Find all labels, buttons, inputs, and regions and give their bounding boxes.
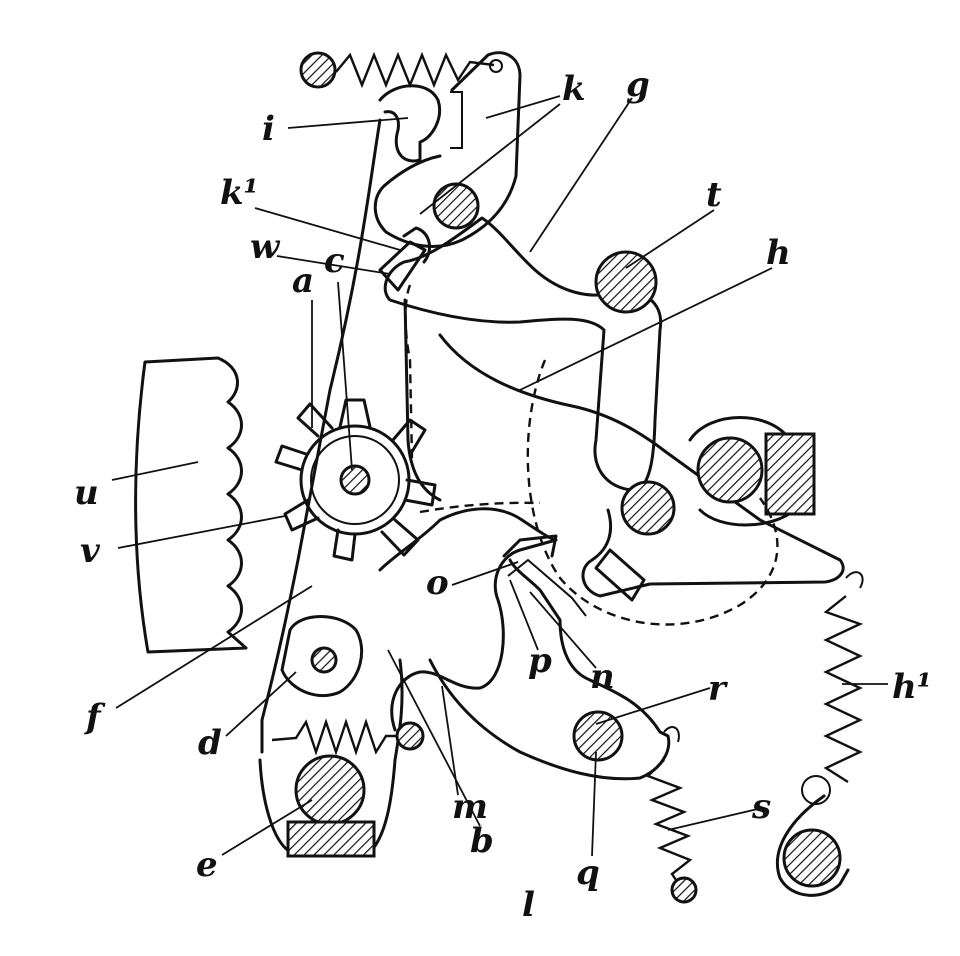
label-a: a	[292, 261, 314, 301]
arm-f	[260, 118, 382, 754]
lever-i	[378, 84, 441, 163]
label-k: k	[562, 69, 586, 109]
pivot-pin-t	[594, 250, 658, 314]
lever-l	[428, 558, 671, 781]
lever-k-slot	[450, 91, 463, 149]
pivot-pin-k	[432, 182, 480, 230]
label-d: d	[198, 723, 222, 763]
label-s: s	[751, 787, 771, 827]
anchor-clip	[775, 794, 850, 897]
pivot-pin-q	[572, 710, 624, 762]
label-k1: k¹	[220, 173, 258, 213]
plate-b-lower	[258, 658, 404, 854]
label-h1: h¹	[892, 667, 932, 707]
lever-h-tab	[594, 548, 646, 602]
top-spring-anchor-pin	[299, 51, 337, 89]
latch-w	[378, 240, 427, 292]
pivot-pin-e	[294, 754, 366, 826]
label-i: i	[262, 109, 275, 149]
spring-h1-hook	[845, 571, 864, 589]
lower-left-spring	[271, 718, 398, 756]
base-block-e	[286, 820, 376, 858]
spring-s-hook	[663, 726, 680, 743]
label-u: u	[74, 473, 99, 513]
hidden-outline-h	[526, 359, 779, 626]
plate-b	[378, 507, 558, 732]
label-l: l	[522, 885, 535, 925]
cam-o-tip	[502, 534, 558, 558]
label-n: n	[590, 657, 615, 697]
pivot-pin-upper-right	[696, 436, 764, 504]
lever-k	[373, 51, 522, 248]
label-b: b	[470, 821, 494, 861]
leader-lines	[111, 95, 888, 857]
label-t: t	[706, 175, 722, 215]
label-g: g	[626, 65, 650, 105]
lever-d	[280, 615, 364, 698]
rack-segment	[134, 356, 248, 654]
hidden-outline-o	[419, 501, 541, 514]
label-o: o	[426, 563, 449, 603]
pivot-pin-d	[310, 646, 338, 674]
spring-s-anchor	[670, 876, 698, 904]
label-c: c	[324, 241, 345, 281]
spring-h1	[823, 595, 864, 784]
cam-n-p-edge	[507, 558, 587, 617]
label-h: h	[766, 233, 791, 273]
label-r: r	[708, 669, 728, 709]
label-q: q	[576, 853, 600, 893]
spring-h1-eye	[801, 775, 831, 805]
label-m: m	[452, 787, 488, 827]
label-w: w	[250, 227, 281, 267]
lower-spring-anchor	[395, 721, 425, 751]
anchor-pin-h1	[782, 828, 842, 888]
pivot-pin-h	[620, 480, 676, 536]
top-tension-spring	[335, 51, 495, 89]
label-f: f	[84, 697, 106, 737]
spring-hook-hole	[489, 59, 503, 73]
label-e: e	[196, 845, 218, 885]
spring-s	[645, 759, 693, 881]
arm-f-inner	[403, 298, 442, 502]
gear-axle-c	[339, 464, 371, 496]
latch-k1	[402, 226, 432, 264]
upper-right-block	[764, 432, 816, 516]
label-p: p	[528, 641, 552, 681]
label-v: v	[80, 531, 101, 571]
lever-g	[383, 216, 663, 492]
hidden-outline-f	[404, 284, 414, 461]
lever-h	[438, 333, 845, 598]
